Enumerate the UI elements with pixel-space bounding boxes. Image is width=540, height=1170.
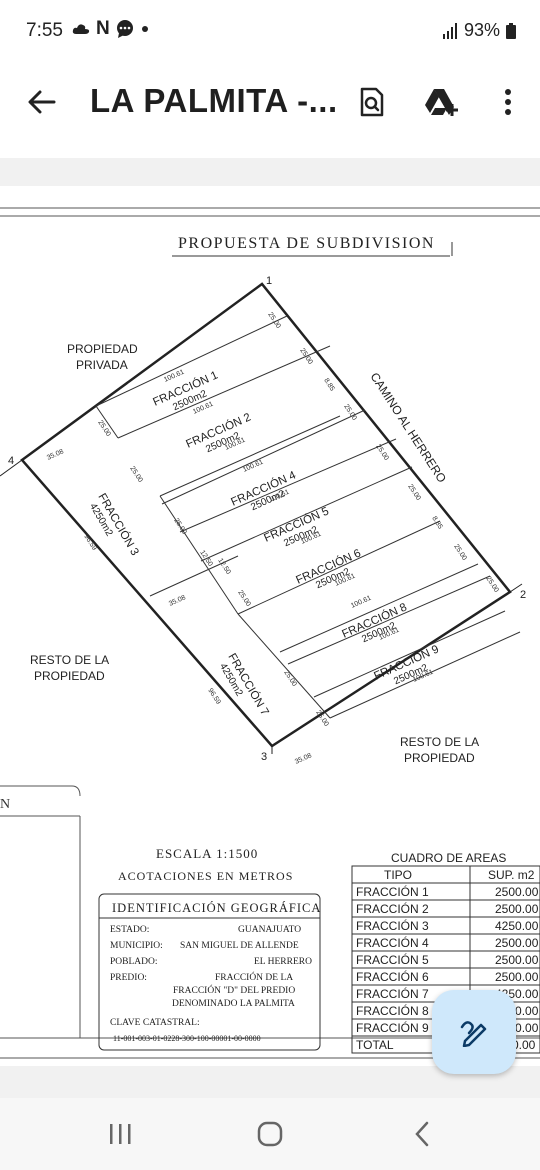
- home-button[interactable]: [240, 1112, 300, 1156]
- areas-row-tipo: FRACCIÓN 6: [356, 969, 429, 984]
- recent-apps-icon: [110, 1124, 131, 1144]
- dim-f3-bottom: 35.08: [168, 594, 187, 608]
- areas-row-sup: 2500.00: [495, 953, 539, 967]
- find-in-document-button[interactable]: [350, 80, 394, 124]
- areas-row-tipo: FRACCIÓN 9: [356, 1020, 429, 1035]
- geo-clave: 11-001-003-01-0228-300-100-00001-00-0000: [113, 1034, 261, 1043]
- areas-header-sup: SUP. m2: [488, 868, 535, 882]
- dim-right-3: 8.85: [322, 377, 335, 392]
- vertex-1: 1: [266, 275, 272, 287]
- dim-f4-left: 25.00: [172, 517, 187, 536]
- areas-header-tipo: TIPO: [384, 868, 412, 882]
- dim-f2-left: 25.00: [96, 419, 111, 438]
- annotate-fab[interactable]: [432, 990, 516, 1074]
- add-to-drive-button[interactable]: [420, 80, 464, 124]
- app-bar: LA PALMITA -...: [0, 62, 540, 158]
- areas-row-sup: 2500.00: [495, 902, 539, 916]
- vertex-2: 2: [520, 589, 526, 601]
- geo-predio-1: FRACCIÓN DE LA: [215, 971, 293, 983]
- pen-edit-icon: [460, 1021, 487, 1047]
- chat-icon: [116, 20, 133, 38]
- document-viewer[interactable]: N PROPUESTA DE SUBDIVISION 1 2 3 4: [0, 158, 540, 1098]
- more-vert-icon: [505, 89, 511, 115]
- dim-f8-top: 100.61: [350, 595, 373, 610]
- geo-clave-label: CLAVE CATASTRAL:: [110, 1018, 200, 1028]
- dim-right-6: 25.00: [406, 483, 421, 502]
- areas-row-sup: 2500.00: [495, 970, 539, 984]
- vertex-4: 4: [8, 455, 14, 467]
- geo-estado-label: ESTADO:: [110, 925, 149, 935]
- system-nav-bar: [0, 1098, 540, 1170]
- dim-right-2: 25.00: [298, 347, 313, 366]
- vertex-3: 3: [261, 751, 267, 763]
- status-right: 93%: [442, 20, 516, 41]
- status-time: 7:55: [26, 20, 63, 41]
- dim-right-8: 25.00: [452, 543, 467, 562]
- areas-row-tipo: FRACCIÓN 1: [356, 884, 429, 899]
- geo-predio-2: FRACCIÓN "D" DEL PREDIO: [173, 984, 295, 996]
- geo-poblado-label: POBLADO:: [110, 957, 158, 967]
- neighbor-privada-2: PRIVADA: [76, 358, 128, 372]
- neighbor-resto-right-2: PROPIEDAD: [404, 751, 475, 765]
- plan-title: PROPUESTA DE SUBDIVISION: [178, 235, 435, 252]
- areas-total-value: 0.00: [512, 1038, 536, 1052]
- dim-f6-left: 25.00: [236, 589, 251, 608]
- dim-bottom: 35.08: [294, 752, 313, 766]
- recent-apps-button[interactable]: [90, 1112, 150, 1156]
- back-button[interactable]: [22, 82, 62, 122]
- areas-row-tipo: FRACCIÓN 3: [356, 918, 429, 933]
- dim-right-1: 25.00: [266, 311, 281, 330]
- left-fragment-text: N: [0, 797, 10, 812]
- dim-f2-right: 25.00: [128, 465, 143, 484]
- subdivision-plan: N PROPUESTA DE SUBDIVISION 1 2 3 4: [0, 207, 540, 1059]
- arrow-left-icon: [28, 90, 56, 114]
- neighbor-resto-right-1: RESTO DE LA: [400, 735, 479, 749]
- areas-title: CUADRO DE AREAS: [391, 851, 506, 865]
- doc-search-icon: [360, 87, 384, 117]
- battery-icon: [506, 22, 516, 39]
- geo-poblado: EL HERRERO: [254, 957, 312, 967]
- areas-row-tipo: FRACCIÓN 5: [356, 952, 429, 967]
- dot-icon: [141, 26, 148, 32]
- areas-row-tipo: FRACCIÓN 8: [356, 1003, 429, 1018]
- units-text: ACOTACIONES EN METROS: [118, 869, 293, 883]
- dim-f1-top: 100.61: [163, 369, 186, 384]
- neighbor-privada-1: PROPIEDAD: [67, 342, 138, 356]
- cloud-icon: [72, 24, 90, 34]
- home-icon: [257, 1121, 283, 1147]
- system-back-button[interactable]: [392, 1112, 452, 1156]
- areas-total-label: TOTAL: [356, 1038, 394, 1052]
- areas-row-tipo: FRACCIÓN 2: [356, 901, 429, 916]
- notification-icons: N: [72, 18, 150, 40]
- areas-row-sup: 4250.00: [495, 919, 539, 933]
- signal-icon: [442, 22, 457, 39]
- geo-predio-3: DENOMINADO LA PALMITA: [172, 999, 295, 1009]
- document-page: N PROPUESTA DE SUBDIVISION 1 2 3 4: [0, 186, 540, 1066]
- areas-row-tipo: FRACCIÓN 4: [356, 935, 429, 950]
- geo-municipio: SAN MIGUEL DE ALLENDE: [180, 941, 299, 951]
- areas-row-sup: 2500.00: [495, 936, 539, 950]
- more-options-button[interactable]: [486, 80, 530, 124]
- dim-f4-top: 100.61: [242, 459, 265, 474]
- scale-text: ESCALA 1:1500: [156, 846, 258, 861]
- dim-f7-side: 96.59: [206, 687, 221, 706]
- status-bar: 7:55 N 93%: [0, 0, 540, 62]
- battery-percent: 93%: [463, 20, 500, 40]
- geo-predio-label: PREDIO:: [110, 973, 147, 983]
- neighbor-resto-left-2: PROPIEDAD: [34, 669, 105, 683]
- geo-municipio-label: MUNICIPIO:: [110, 941, 163, 951]
- neighbor-camino: CAMINO AL HERRERO: [367, 370, 449, 485]
- drive-add-icon: [425, 89, 458, 116]
- dim-right-7: 8.85: [430, 515, 443, 530]
- n-icon: N: [96, 18, 110, 39]
- areas-row-tipo: FRACCIÓN 7: [356, 986, 429, 1001]
- neighbor-resto-left-1: RESTO DE LA: [30, 653, 109, 667]
- back-chevron-icon: [415, 1121, 429, 1147]
- areas-row-sup: 2500.00: [495, 885, 539, 899]
- geo-title: IDENTIFICACIÓN GEOGRÁFICA: [112, 901, 321, 915]
- dim-right-5: 25.00: [374, 443, 389, 462]
- document-title: LA PALMITA -...: [90, 82, 338, 119]
- dim-top-left: 35.08: [46, 448, 65, 462]
- geo-estado: GUANAJUATO: [238, 925, 301, 935]
